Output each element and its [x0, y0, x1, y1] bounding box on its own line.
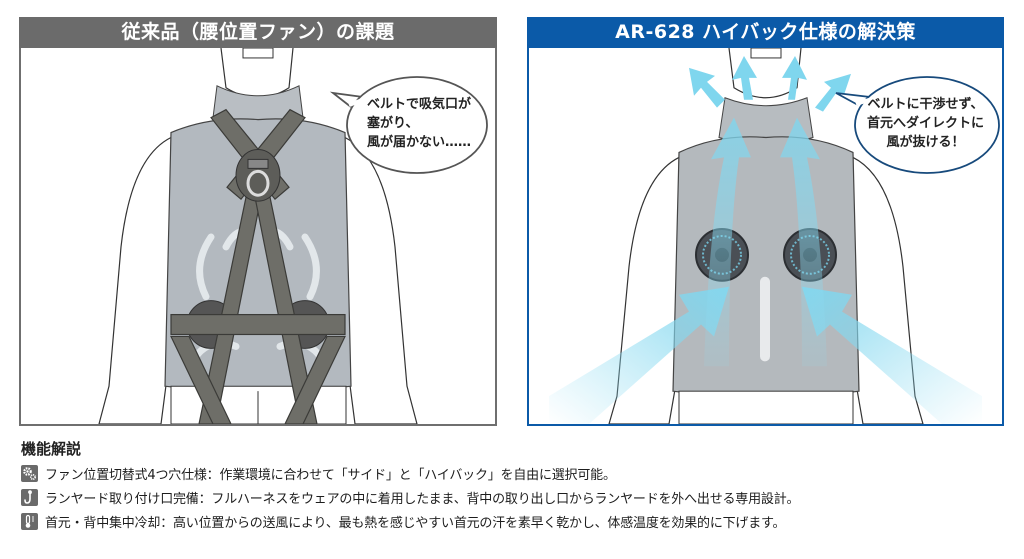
conventional-product-panel: 従来品（腰位置ファン）の課題 [19, 17, 497, 426]
speech-bubble-solution: ベルトに干渉せず、 首元へダイレクトに 風が抜ける！ [832, 67, 1002, 179]
feature-item: 首元・背中集中冷却：高い位置からの送風により、最も熱を感じやすい首元の汗を素早く… [21, 510, 1011, 532]
highback-solution-panel: AR-628 ハイバック仕様の解決策 [527, 17, 1004, 426]
thermometer-icon [21, 512, 38, 530]
feature-text: 首元・背中集中冷却：高い位置からの送風により、最も熱を感じやすい首元の汗を素早く… [45, 515, 786, 531]
feature-explanation-section: 機能解説 ファン位置切替式4つ穴仕様：作業環境に合わせて「サイド」と「ハイバック… [21, 438, 1011, 532]
panel-title-conventional: 従来品（腰位置ファン）の課題 [19, 17, 497, 48]
feature-item: ランヤード取り付け口完備：フルハーネスをウェアの中に着用したまま、背中の取り出し… [21, 486, 1011, 508]
bubble-text-problem: ベルトで吸気口が 塞がり、 風が届かない…… [367, 97, 472, 150]
feature-item: ファン位置切替式4つ穴仕様：作業環境に合わせて「サイド」と「ハイバック」を自由に… [21, 462, 1011, 484]
panel-title-solution: AR-628 ハイバック仕様の解決策 [527, 17, 1004, 48]
harness-illustration [21, 48, 495, 424]
feature-text: ファン位置切替式4つ穴仕様：作業環境に合わせて「サイド」と「ハイバック」を自由に… [45, 467, 616, 483]
bubble-text-solution: ベルトに干渉せず、 首元へダイレクトに 風が抜ける！ [867, 97, 985, 150]
feature-text: ランヤード取り付け口完備：フルハーネスをウェアの中に着用したまま、背中の取り出し… [45, 491, 800, 507]
speech-bubble-problem: ベルトで吸気口が 塞がり、 風が届かない…… [329, 67, 489, 179]
highback-fan-illustration [529, 48, 1002, 424]
gears-icon [21, 464, 38, 482]
hook-icon [21, 488, 38, 506]
features-heading: 機能解説 [21, 440, 82, 458]
